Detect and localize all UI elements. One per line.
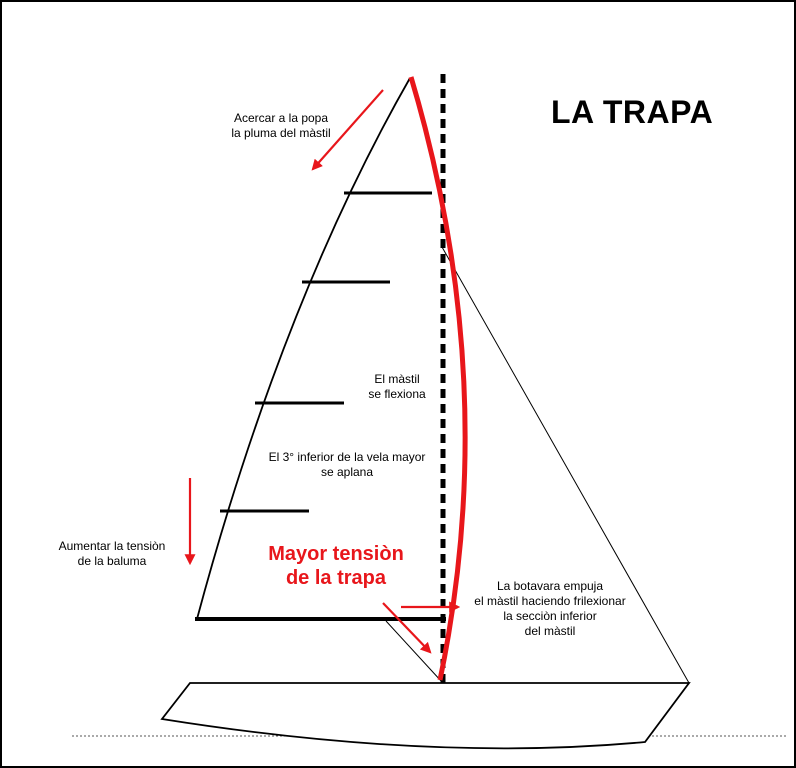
label-botavara-line-2: el màstil haciendo frilexionar <box>474 594 626 608</box>
label-mastil-line-2: se flexiona <box>368 387 426 401</box>
label-mayor-tension: Mayor tensiòn de la trapa <box>241 542 431 590</box>
label-pluma-line-2: la pluma del màstil <box>231 126 331 140</box>
label-tercio: El 3° inferior de la vela mayor se aplan… <box>257 450 437 480</box>
label-tercio-line-1: El 3° inferior de la vela mayor <box>268 450 426 464</box>
arrow-pluma <box>311 89 384 171</box>
label-tercio-line-2: se aplana <box>320 465 374 479</box>
label-pluma-line-1: Acercar a la popa <box>233 111 329 125</box>
vang-line <box>385 620 443 683</box>
label-botavara: La botavara empuja el màstil haciendo fr… <box>465 579 635 639</box>
arrow-trapa <box>382 602 432 654</box>
diagram-title: LA TRAPA <box>551 94 714 130</box>
label-botavara-line-4: del màstil <box>524 624 576 638</box>
label-baluma-line-2: de la baluma <box>77 554 147 568</box>
label-baluma: Aumentar la tensiòn de la baluma <box>49 539 175 569</box>
jib-sail <box>441 246 690 684</box>
label-botavara-line-3: la secciòn inferior <box>503 609 597 623</box>
label-mayor-line-2: de la trapa <box>285 567 387 589</box>
mainsail-leech <box>196 77 411 620</box>
label-baluma-line-1: Aumentar la tensiòn <box>58 539 166 553</box>
bent-mast <box>408 76 468 681</box>
label-botavara-line-1: La botavara empuja <box>496 579 604 593</box>
hull <box>160 682 691 750</box>
label-mastil-line-1: El màstil <box>374 372 420 386</box>
label-pluma: Acercar a la popa la pluma del màstil <box>226 111 336 141</box>
label-mastil: El màstil se flexiona <box>362 372 432 402</box>
label-mayor-line-1: Mayor tensiòn <box>268 543 404 565</box>
